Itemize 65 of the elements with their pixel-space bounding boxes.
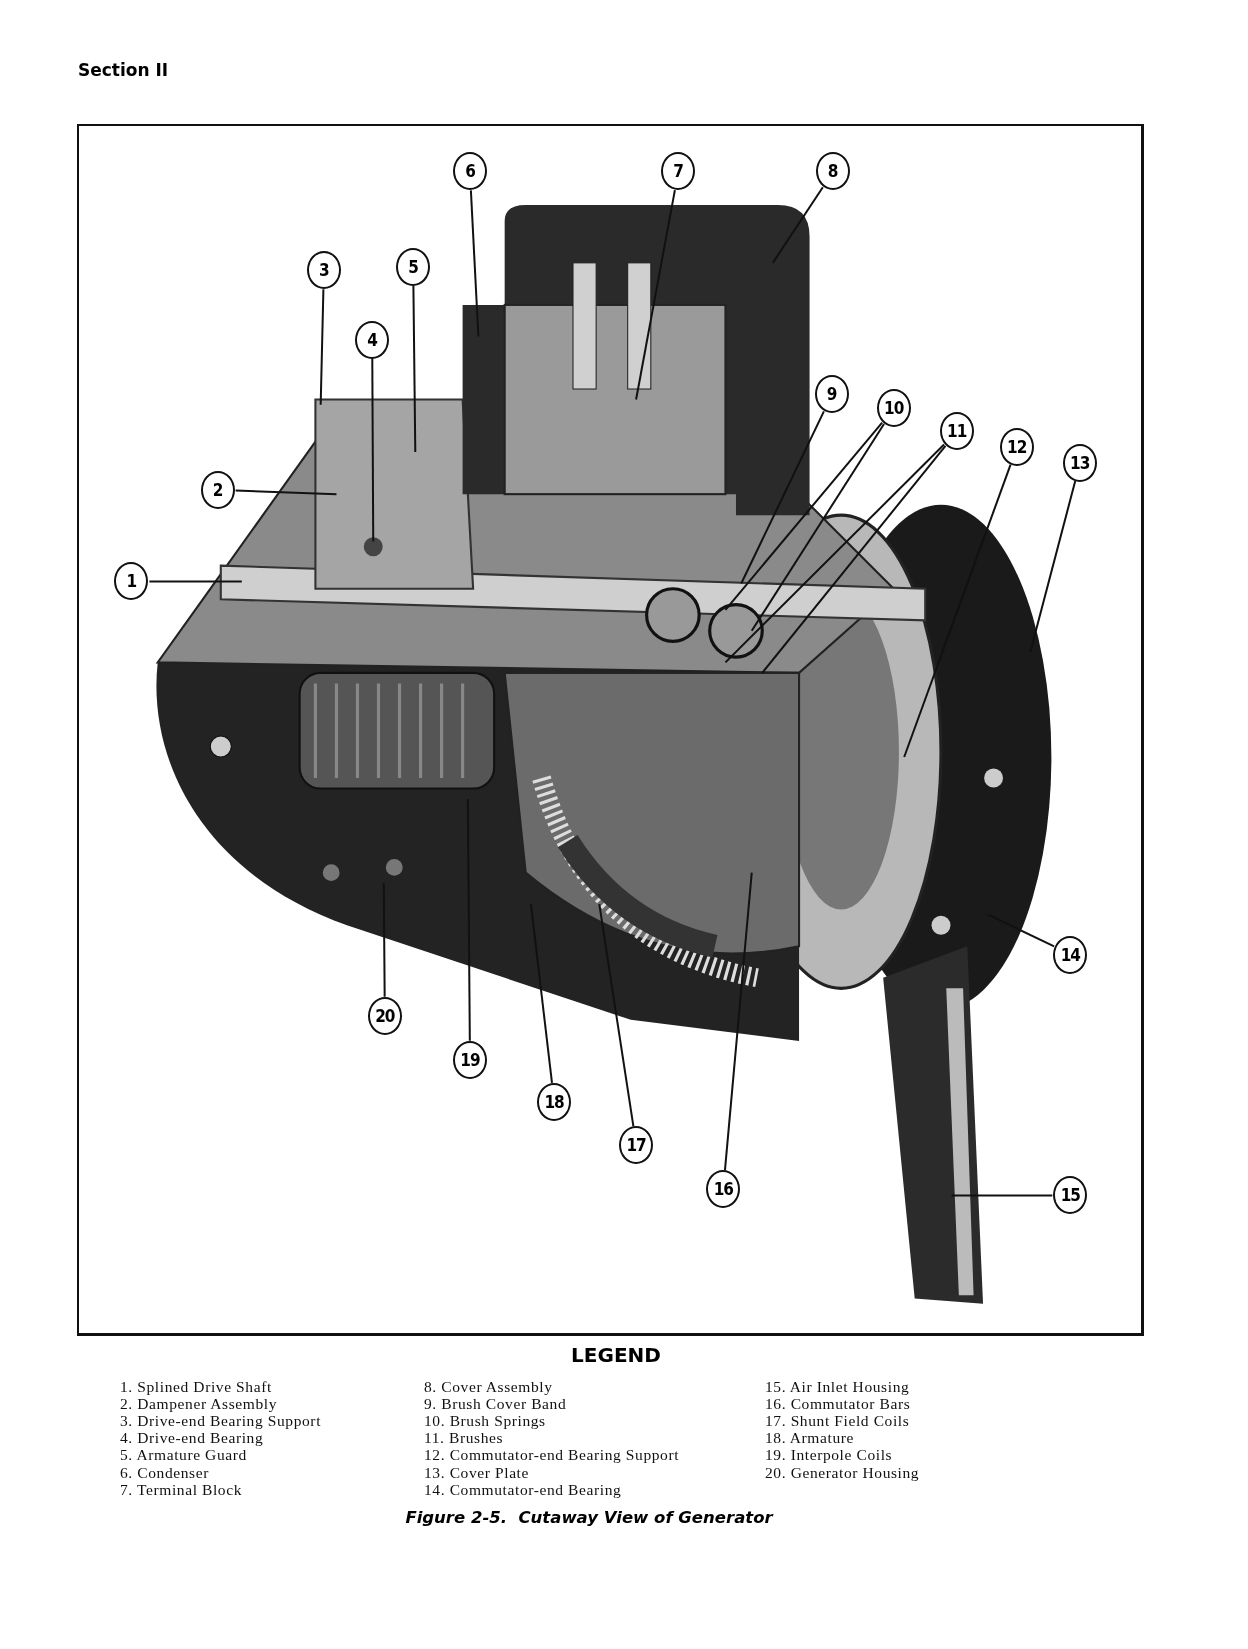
leader-line bbox=[750, 422, 885, 632]
leader-line bbox=[598, 903, 635, 1128]
legend-entry: 12. Commutator-end Bearing Support bbox=[424, 1446, 680, 1465]
callout-number: 12 bbox=[999, 427, 1034, 466]
legend-entry: 3. Drive-end Bearing Support bbox=[120, 1412, 322, 1431]
leader-line bbox=[371, 357, 375, 543]
leader-line bbox=[771, 186, 824, 264]
callout-number: 9 bbox=[814, 375, 849, 414]
legend-entry: 8. Cover Assembly bbox=[424, 1378, 553, 1396]
callout-number: 3 bbox=[306, 251, 341, 290]
leader-line bbox=[466, 798, 471, 1042]
leader-line bbox=[724, 443, 946, 664]
legend-entry: 17. Shunt Field Coils bbox=[765, 1412, 910, 1431]
legend-entry: 5. Armature Guard bbox=[120, 1446, 247, 1465]
leader-line bbox=[529, 903, 553, 1084]
leader-line bbox=[319, 288, 325, 406]
callout-number: 6 bbox=[452, 152, 487, 191]
leader-line bbox=[761, 444, 947, 674]
callout-number: 10 bbox=[876, 388, 911, 427]
figure-caption: Figure 2-5. Cutaway View of Generator bbox=[405, 1508, 773, 1527]
leader-line bbox=[723, 871, 753, 1172]
callout-number: 1 bbox=[114, 562, 149, 601]
legend-entry: 20. Generator Housing bbox=[765, 1463, 920, 1482]
legend-entry: 10. Brush Springs bbox=[424, 1412, 546, 1431]
leader-line bbox=[412, 285, 417, 454]
legend-entry: 7. Terminal Block bbox=[120, 1480, 243, 1499]
legend-entry: 13. Cover Plate bbox=[424, 1463, 529, 1482]
callout-number: 17 bbox=[619, 1125, 654, 1164]
callout-number: 11 bbox=[939, 412, 974, 451]
callout-number: 5 bbox=[396, 248, 431, 287]
callout-number: 20 bbox=[367, 996, 402, 1035]
callout-number: 15 bbox=[1053, 1176, 1088, 1215]
leader-line bbox=[234, 489, 338, 496]
callout-number: 14 bbox=[1053, 935, 1088, 974]
leader-line bbox=[987, 913, 1056, 948]
legend-entry: 19. Interpole Coils bbox=[765, 1446, 893, 1465]
callout-number: 8 bbox=[815, 152, 850, 191]
callout-number: 16 bbox=[706, 1170, 741, 1209]
legend-entry: 14. Commutator-end Bearing bbox=[424, 1480, 622, 1499]
leader-line bbox=[903, 463, 1012, 758]
legend-entry: 16. Commutator Bars bbox=[765, 1395, 911, 1414]
legend-entry: 6. Condenser bbox=[120, 1463, 209, 1482]
legend-entry: 15. Air Inlet Housing bbox=[765, 1378, 910, 1396]
callout-number: 18 bbox=[537, 1082, 572, 1121]
callout-number: 2 bbox=[200, 470, 235, 509]
legend-entry: 18. Armature bbox=[765, 1429, 854, 1448]
legend-entry: 9. Brush Cover Band bbox=[424, 1395, 567, 1414]
callout-number: 4 bbox=[355, 320, 390, 359]
section-heading: Section II bbox=[78, 60, 169, 80]
leader-line bbox=[724, 421, 884, 611]
leader-line bbox=[1029, 480, 1077, 653]
legend-entry: 4. Drive-end Bearing bbox=[120, 1429, 264, 1448]
leader-line bbox=[382, 882, 386, 998]
leader-line bbox=[148, 580, 243, 583]
leader-line bbox=[740, 410, 825, 585]
legend-entry: 11. Brushes bbox=[424, 1429, 504, 1448]
leader-line bbox=[950, 1194, 1054, 1197]
leader-line bbox=[635, 189, 676, 401]
callout-number: 19 bbox=[452, 1040, 487, 1079]
legend-entry: 2. Dampener Assembly bbox=[120, 1395, 278, 1414]
callout-number: 7 bbox=[661, 152, 696, 191]
legend-entry: 1. Splined Drive Shaft bbox=[120, 1378, 272, 1396]
legend-heading: LEGEND bbox=[571, 1343, 661, 1367]
leader-line bbox=[469, 189, 480, 338]
callout-number: 13 bbox=[1062, 443, 1097, 482]
